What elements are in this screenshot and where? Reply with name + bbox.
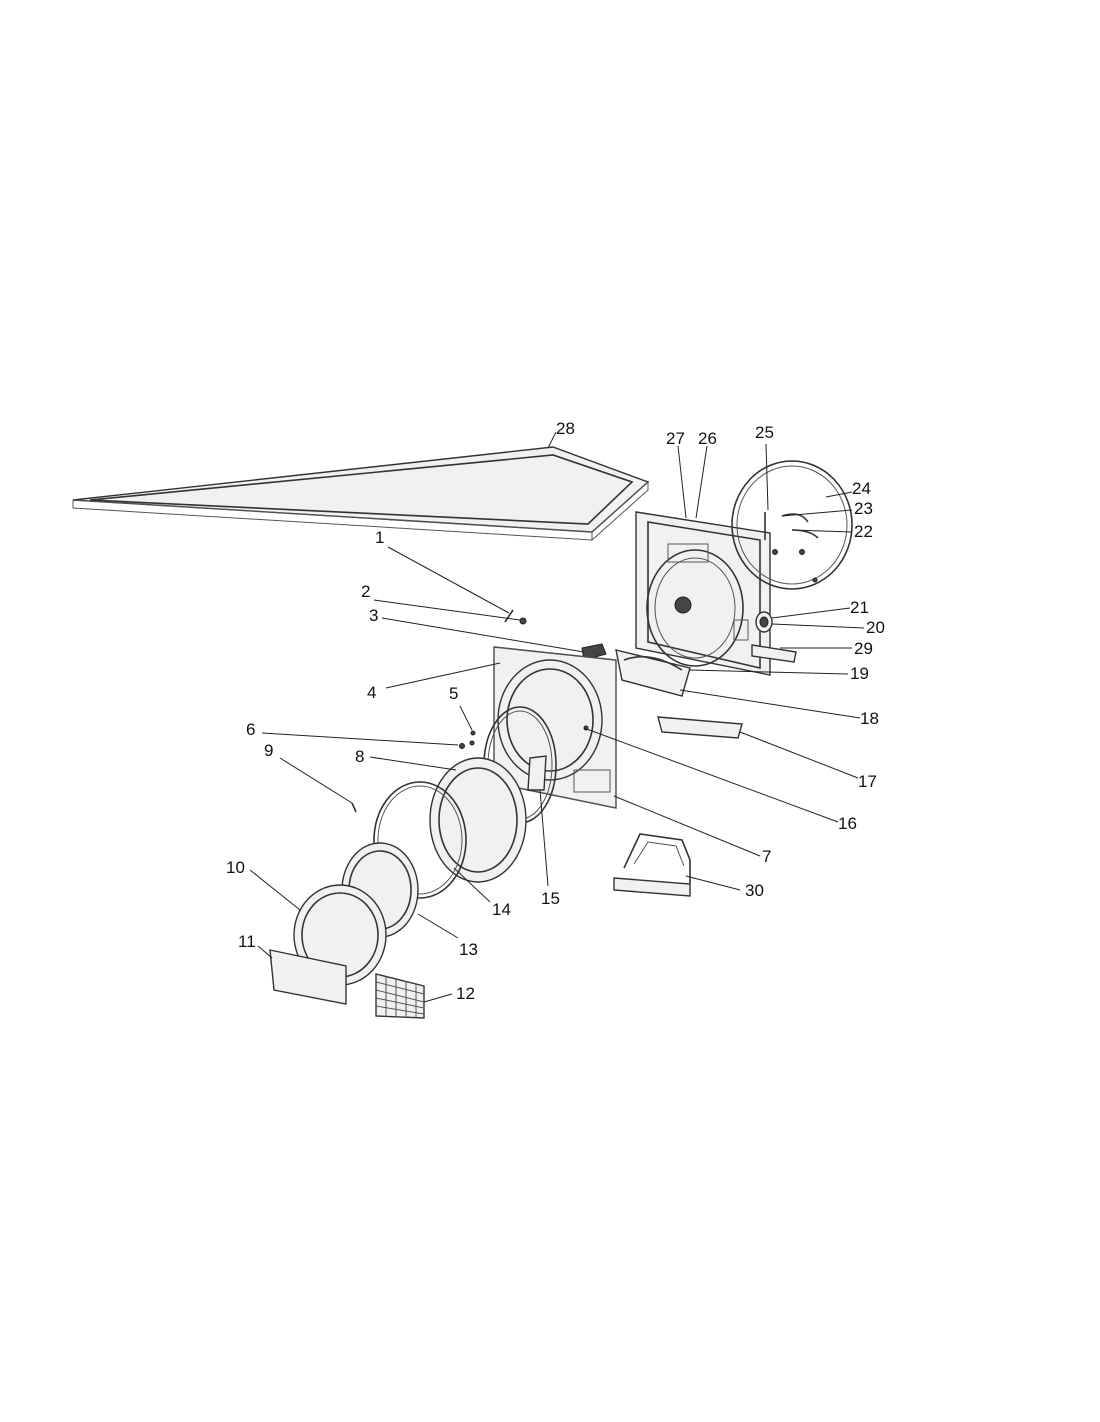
callout-17: 17: [858, 772, 877, 791]
callout-5: 5: [449, 684, 458, 703]
callout-6: 6: [246, 720, 255, 739]
callout-24: 24: [852, 479, 871, 498]
part-door-cover: [269, 949, 347, 1005]
part-door-glass: [373, 781, 467, 899]
callout-11: 11: [238, 932, 256, 951]
callout-13: 13: [459, 940, 478, 959]
part-hinge-screws: [459, 730, 476, 749]
part-rear-drum-ring: [731, 460, 853, 590]
callout-18: 18: [860, 709, 879, 728]
callout-1: 1: [375, 528, 384, 547]
callout-27: 27: [666, 429, 685, 448]
callout-3: 3: [369, 606, 378, 625]
callout-9: 9: [264, 741, 273, 760]
callout-4: 4: [367, 683, 376, 702]
callout-20: 20: [866, 618, 885, 637]
part-door-inner-frame: [429, 757, 527, 883]
callout-23: 23: [854, 499, 873, 518]
part-lint-grille: [375, 973, 425, 1019]
callout-19: 19: [850, 664, 869, 683]
callout-8: 8: [355, 747, 364, 766]
callout-labels: 28 27 26 25 24 23 22 21 20 29 19 18 17 1…: [226, 419, 885, 1003]
callout-25: 25: [755, 423, 774, 442]
callout-22: 22: [854, 522, 873, 541]
callout-15: 15: [541, 889, 560, 908]
callout-30: 30: [745, 881, 764, 900]
callout-14: 14: [492, 900, 511, 919]
callout-29: 29: [854, 639, 873, 658]
callout-2: 2: [361, 582, 370, 601]
part-sensor-disc: [755, 611, 773, 633]
part-rear-housing: [635, 511, 771, 676]
callout-12: 12: [456, 984, 475, 1003]
callout-16: 16: [838, 814, 857, 833]
part-small-pin: [504, 609, 514, 623]
part-filter-housing: [615, 649, 691, 697]
part-small-nut: [519, 617, 527, 625]
callout-7: 7: [762, 847, 771, 866]
part-door-hinge: [527, 755, 547, 791]
part-filter-plate: [657, 716, 743, 739]
part-water-container: [613, 833, 691, 897]
callout-10: 10: [226, 858, 245, 877]
part-screw: [351, 802, 357, 813]
callout-21: 21: [850, 598, 869, 617]
leader-lines: [249, 431, 865, 1003]
callout-28: 28: [556, 419, 575, 438]
part-small-bracket: [751, 644, 797, 663]
callout-26: 26: [698, 429, 717, 448]
part-front-panel: [493, 646, 617, 809]
part-top-cover: [72, 446, 650, 542]
